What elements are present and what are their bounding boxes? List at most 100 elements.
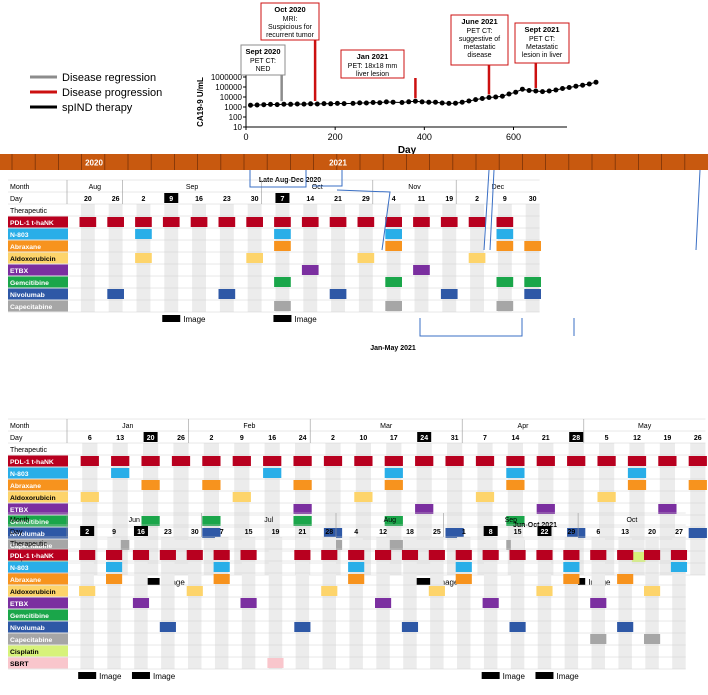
day-label: 6 <box>88 435 92 442</box>
day-label: 19 <box>664 435 672 442</box>
day-highlight <box>143 432 158 442</box>
annotation-line: suggestive of <box>459 36 500 43</box>
dose-pdl1 <box>445 456 464 466</box>
dose-cape <box>644 634 661 644</box>
annotation-line: PET: 18x18 mm <box>348 63 398 70</box>
dose-gem <box>385 277 402 287</box>
day-label: 11 <box>418 196 426 203</box>
image-marker <box>535 672 554 679</box>
drug-label-n803: N-803 <box>10 471 29 478</box>
annotation-line: metastatic <box>464 44 496 51</box>
image-marker <box>141 578 160 585</box>
y-tick-label: 10000 <box>220 93 243 102</box>
column-stripe <box>510 537 525 669</box>
drug-label-pdl1: PDL-1 t-haNK <box>10 459 54 466</box>
dose-nivo <box>159 622 176 632</box>
data-point <box>281 101 287 107</box>
day-label: 26 <box>112 196 120 203</box>
drug-label-etbx: ETBX <box>10 268 29 275</box>
annotation-line: Metastatic <box>526 44 558 51</box>
dose-aldo <box>246 253 263 263</box>
dose-pdl1 <box>658 456 677 466</box>
dose-nivo <box>218 289 236 299</box>
dose-pdl1 <box>590 550 607 560</box>
month-label: Feb <box>243 423 255 430</box>
drug-label-bg-etbx <box>8 264 68 276</box>
annotation-line: recurrent tumor <box>266 32 315 39</box>
dose-aldo <box>186 586 203 596</box>
dose-pdl1 <box>162 217 180 227</box>
dose-n803 <box>563 562 580 572</box>
day-label: 4 <box>392 196 396 203</box>
image-label: Image <box>153 672 176 681</box>
dose-etbx <box>658 504 677 514</box>
y-axis-title: CA19-9 U/mL <box>196 77 205 127</box>
dose-abraxane <box>455 574 472 584</box>
day-label: 16 <box>195 196 203 203</box>
connector-line <box>489 169 495 251</box>
dose-pdl1 <box>213 550 230 560</box>
annotation-title: Oct 2020 <box>274 5 305 14</box>
dose-abraxane <box>213 574 230 584</box>
dose-n803 <box>670 562 688 572</box>
day-label: 16 <box>137 529 145 536</box>
dose-abraxane <box>617 574 634 584</box>
dose-abraxane <box>384 480 403 490</box>
drug-label-bg-n803 <box>8 561 68 573</box>
annotation-line: PET CT: <box>250 58 276 65</box>
x-tick-label: 200 <box>328 132 343 142</box>
dose-aldo <box>536 586 553 596</box>
annotation-title: Sept 2021 <box>524 25 559 34</box>
drug-label-abraxane: Abraxane <box>10 244 41 251</box>
x-tick-label: 0 <box>243 132 248 142</box>
data-point <box>526 88 532 93</box>
data-point <box>580 82 586 88</box>
data-point <box>573 83 579 89</box>
day-label: 30 <box>191 529 199 536</box>
image-marker <box>481 672 500 679</box>
day-label: 24 <box>299 435 307 442</box>
drug-label-cape: Capecitabine <box>10 543 53 550</box>
day-label: 20 <box>84 196 92 203</box>
dose-pdl1 <box>428 550 445 560</box>
day-label: 23 <box>164 529 172 536</box>
day-label: 8 <box>489 529 493 536</box>
dose-pdl1 <box>385 217 402 227</box>
data-point <box>314 101 320 107</box>
y-tick-label: 1000 <box>224 103 242 112</box>
dose-pdl1 <box>301 217 319 227</box>
dose-pdl1 <box>536 456 555 466</box>
dose-cape <box>274 301 291 311</box>
dose-etbx <box>536 504 555 514</box>
data-point <box>506 91 512 97</box>
drug-label-bg-gem <box>8 276 68 288</box>
data-point <box>357 100 363 106</box>
y-tick-label: 100000 <box>215 83 242 92</box>
day-label: 1 <box>462 529 466 536</box>
dose-nivo <box>329 289 347 299</box>
day-highlight <box>164 193 179 203</box>
data-point <box>586 81 592 87</box>
legend-label-therapy: spIND therapy <box>62 102 133 114</box>
dose-abraxane <box>141 480 160 490</box>
column-stripe <box>430 537 444 669</box>
dose-aldo <box>428 586 445 596</box>
day-label: 17 <box>390 435 398 442</box>
annotation-line: NED <box>256 66 271 73</box>
dose-gem <box>524 277 541 287</box>
dose-pdl1 <box>246 217 263 227</box>
image-label: Image <box>183 315 206 324</box>
dose-pdl1 <box>321 550 338 560</box>
dose-pdl1 <box>415 456 434 466</box>
dose-pdl1 <box>468 217 486 227</box>
dose-nivo <box>617 622 634 632</box>
legend-label-regression: Disease regression <box>62 72 156 84</box>
annotation-line: lesion in liver <box>522 52 563 59</box>
dose-nivo <box>440 289 458 299</box>
connector-line <box>312 170 343 187</box>
dose-pdl1 <box>159 550 176 560</box>
dose-pdl1 <box>232 456 251 466</box>
drug-label-nivo: Nivolumab <box>10 292 45 299</box>
dose-abraxane <box>106 574 123 584</box>
